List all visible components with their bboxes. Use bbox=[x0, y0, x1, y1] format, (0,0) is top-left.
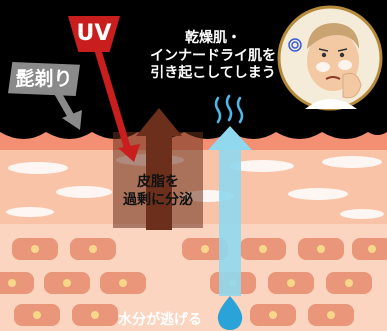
sebum-line2: 過剰に分泌 bbox=[123, 191, 193, 208]
dry-skin-line2: インナードライ肌を bbox=[150, 47, 276, 64]
worried-man-face-icon bbox=[277, 5, 383, 111]
water-arrow-icon bbox=[208, 126, 252, 296]
dry-skin-line3: 引き起こしてしまう bbox=[150, 65, 276, 81]
sebum-line1: 皮脂を bbox=[137, 174, 179, 190]
sebum-caption: 皮脂を 過剰に分泌 bbox=[116, 174, 200, 209]
shaving-arrow-icon bbox=[52, 88, 82, 130]
dry-skin-caption: 乾燥肌・ インナードライ肌を 引き起こしてしまう bbox=[139, 30, 287, 83]
face-illustration bbox=[277, 5, 383, 111]
shaving-label: 髭剃り bbox=[8, 62, 80, 96]
water-escape-caption: 水分が逃げる bbox=[118, 312, 202, 328]
dry-skin-line1: 乾燥肌・ bbox=[185, 30, 241, 46]
uv-arrow-icon bbox=[92, 42, 140, 162]
water-droplet-icon bbox=[217, 296, 243, 330]
steam-icon bbox=[214, 94, 244, 124]
sebum-arrow-icon bbox=[113, 108, 203, 230]
